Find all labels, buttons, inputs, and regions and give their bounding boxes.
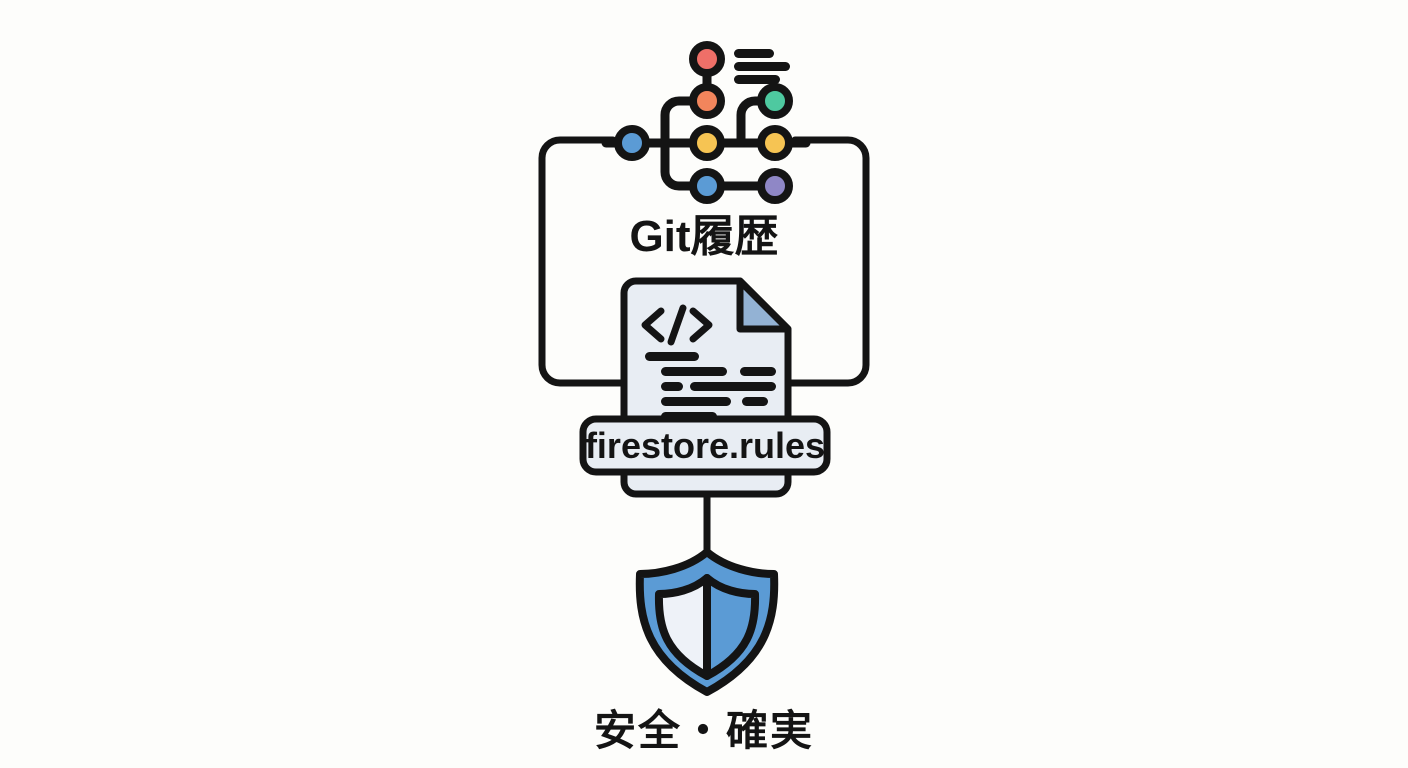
git-node-main-mid [689, 125, 725, 161]
shield-inner-right [703, 574, 760, 680]
git-node-branch-green [757, 83, 793, 119]
shield-inner-left [654, 574, 711, 680]
commit-dash-3 [734, 75, 780, 84]
bottom-caption: 安全・確実 [594, 707, 814, 754]
frame-right-path [782, 136, 870, 387]
file-chip-background [579, 415, 831, 476]
code-glyph-icon [641, 304, 713, 346]
code-line [661, 397, 731, 406]
code-line [742, 397, 768, 406]
git-history-title: Git履歴 [629, 212, 778, 261]
git-node-low-right [757, 168, 793, 204]
git-node-main-right [757, 125, 793, 161]
code-line [690, 382, 776, 391]
code-line [661, 382, 683, 391]
git-edge-upper-branch [660, 96, 712, 148]
git-history-frame-group [538, 136, 870, 387]
code-glyph-left-angle [641, 307, 665, 343]
git-node-low-left [689, 168, 725, 204]
git-node-root [614, 125, 650, 161]
commit-dash-2 [734, 62, 790, 71]
code-line [740, 367, 776, 376]
code-line [645, 352, 699, 361]
commit-dash-1 [734, 49, 774, 58]
code-glyph-slash [667, 304, 687, 346]
frame-left-path [538, 136, 632, 387]
code-line [661, 367, 727, 376]
file-chip-label: firestore.rules [585, 425, 825, 466]
git-node-branch-top [689, 41, 725, 77]
security-shield-icon [635, 548, 779, 696]
git-node-merge-upper [689, 83, 725, 119]
code-glyph-right-angle [689, 307, 713, 343]
file-fold-corner [736, 277, 792, 333]
git-branch-graph [601, 41, 811, 204]
git-edge-feature-branch [736, 96, 780, 148]
git-edge-lower-branch [660, 138, 780, 191]
file-name-chip[interactable]: firestore.rules [579, 415, 831, 476]
